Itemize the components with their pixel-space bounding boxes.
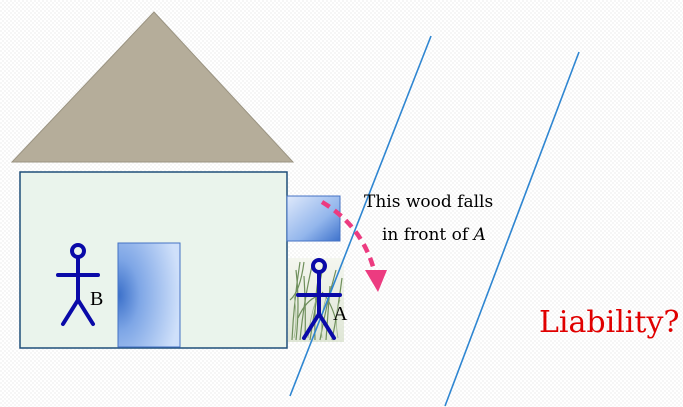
stick-figure-icon — [56, 243, 100, 326]
annotation-line-2-italic: A — [472, 225, 486, 245]
liability-question: Liability? — [539, 305, 679, 340]
property-line-right — [444, 51, 580, 407]
stick-figure-icon — [296, 258, 342, 340]
wooden-board — [286, 195, 341, 242]
property-line-left — [289, 35, 432, 397]
roof — [10, 11, 295, 163]
door — [117, 242, 181, 348]
curved-dashed-arrow-icon — [320, 200, 387, 292]
annotation-line-2-prefix: in front of — [382, 225, 474, 245]
annotation-line-1: This wood falls — [364, 192, 493, 212]
person-a-label: A — [333, 303, 348, 325]
person-b-label: B — [90, 288, 103, 310]
annotation-line-2: in front of A — [382, 225, 486, 245]
